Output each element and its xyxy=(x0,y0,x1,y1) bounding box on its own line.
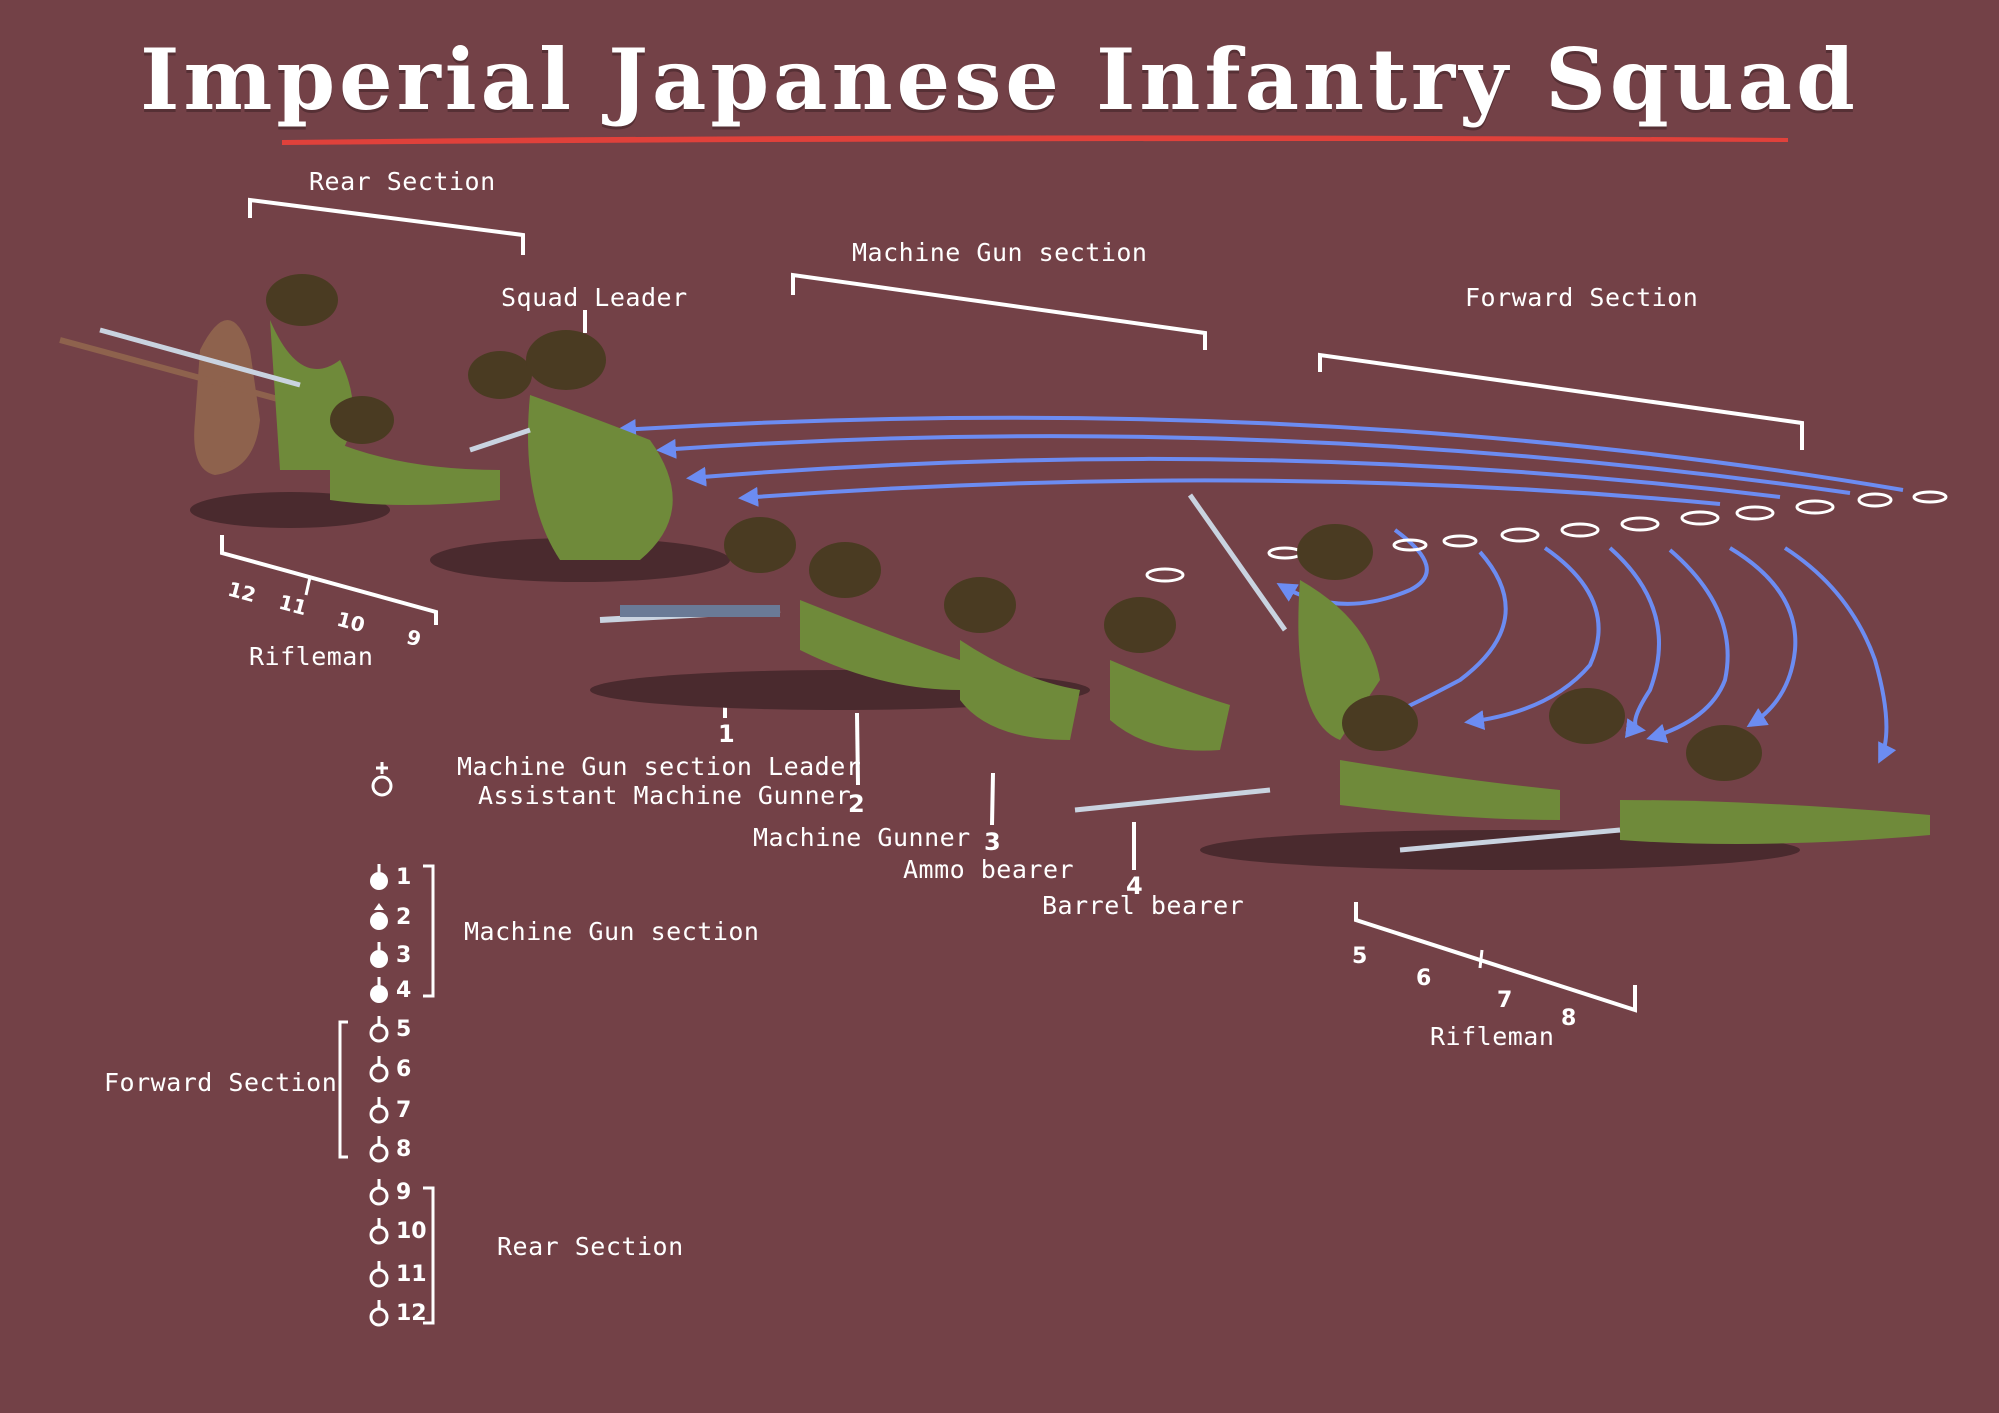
legend-item-8: 8 xyxy=(366,1132,411,1166)
footprint-trail xyxy=(1145,490,1948,583)
legend-item-3: 3 xyxy=(366,938,411,972)
soldier-figures xyxy=(59,274,1930,870)
hollow-soldier-icon xyxy=(369,1097,389,1124)
barrel-bearer-label: Barrel bearer xyxy=(1042,891,1245,920)
page-title: Imperial Japanese Infantry Squad xyxy=(140,30,1859,129)
legend-item-11: 11 xyxy=(366,1257,427,1291)
rifleman-left-bracket xyxy=(220,535,438,625)
rifleman-number-8: 8 xyxy=(1561,1006,1577,1031)
hollow-soldier-icon xyxy=(369,1179,389,1206)
rifleman-left-label: Rifleman xyxy=(249,642,374,671)
legend-mg-bracket xyxy=(423,864,435,998)
rifleman-number-7: 7 xyxy=(1497,988,1513,1013)
legend-number: 11 xyxy=(396,1261,427,1287)
squad-leader-label: Squad Leader xyxy=(501,283,688,312)
rifleman-number-6: 6 xyxy=(1416,966,1432,991)
title-underline xyxy=(282,135,1788,145)
machine-gun-crew xyxy=(590,517,1230,751)
forward-section-bracket xyxy=(1318,352,1804,450)
filled-soldier-icon xyxy=(370,864,388,890)
rear-section-bracket xyxy=(248,197,525,255)
assistant-machine-gunner-label: Assistant Machine Gunner xyxy=(478,781,852,810)
rear-riflemen xyxy=(99,274,532,528)
role-number-3: 3 xyxy=(984,828,1001,856)
role-number-2: 2 xyxy=(848,790,865,818)
filled-soldier-icon xyxy=(370,977,388,1003)
legend-number: 8 xyxy=(396,1136,412,1162)
legend-number: 2 xyxy=(396,904,412,930)
legend-number: 9 xyxy=(396,1179,412,1205)
machine-gunner-label: Machine Gunner xyxy=(753,823,971,852)
filled-soldier-icon xyxy=(370,903,388,930)
legend-item-9: 9 xyxy=(366,1175,411,1209)
legend-label-rear-section: Rear Section xyxy=(497,1232,684,1261)
rifleman-right-bracket xyxy=(1354,902,1637,1013)
hollow-soldier-icon xyxy=(369,1016,389,1043)
legend-number: 3 xyxy=(396,942,412,968)
legend-number: 12 xyxy=(396,1300,427,1326)
legend-item-10: 10 xyxy=(366,1214,427,1248)
forward-section-label: Forward Section xyxy=(1465,283,1699,312)
squad-leader-figure xyxy=(430,330,730,582)
squad-leader-symbol-icon xyxy=(371,762,393,797)
legend-number: 1 xyxy=(396,864,412,890)
rifleman-number-5: 5 xyxy=(1352,944,1368,969)
machine-gun-section-label: Machine Gun section xyxy=(852,238,1148,267)
legend-item-12: 12 xyxy=(366,1296,427,1330)
legend-forward-bracket xyxy=(338,1020,348,1159)
hollow-soldier-icon xyxy=(369,1218,389,1245)
legend-number: 10 xyxy=(396,1218,427,1244)
hollow-soldier-icon xyxy=(369,1056,389,1083)
legend-number: 4 xyxy=(396,977,412,1003)
hollow-soldier-icon xyxy=(369,1136,389,1163)
legend-item-7: 7 xyxy=(366,1093,411,1127)
legend-item-1: 1 xyxy=(366,860,411,894)
legend-label-forward-section: Forward Section xyxy=(104,1068,338,1097)
legend-label-machine-gun-section: Machine Gun section xyxy=(464,917,760,946)
ghost-soldier xyxy=(59,320,301,475)
legend-item-4: 4 xyxy=(366,973,411,1007)
machine-gun-section-bracket xyxy=(791,272,1207,350)
legend-rear-bracket xyxy=(423,1186,435,1325)
mg-section-leader-label: Machine Gun section Leader xyxy=(457,752,862,781)
ammo-bearer-label: Ammo bearer xyxy=(903,855,1075,884)
hollow-soldier-icon xyxy=(369,1261,389,1288)
role-number-4: 4 xyxy=(1126,872,1143,900)
legend-number: 7 xyxy=(396,1097,412,1123)
role-number-1: 1 xyxy=(718,720,735,748)
rifleman-right-label: Rifleman xyxy=(1430,1022,1555,1051)
rear-section-label: Rear Section xyxy=(309,167,496,196)
legend-item-6: 6 xyxy=(366,1052,411,1086)
legend-number: 5 xyxy=(396,1016,412,1042)
forward-riflemen xyxy=(1074,493,1930,870)
legend-number: 6 xyxy=(396,1056,412,1082)
hollow-soldier-icon xyxy=(369,1300,389,1327)
legend-item-2: 2 xyxy=(366,900,411,934)
filled-soldier-icon xyxy=(370,942,388,968)
legend-item-5: 5 xyxy=(366,1012,411,1046)
